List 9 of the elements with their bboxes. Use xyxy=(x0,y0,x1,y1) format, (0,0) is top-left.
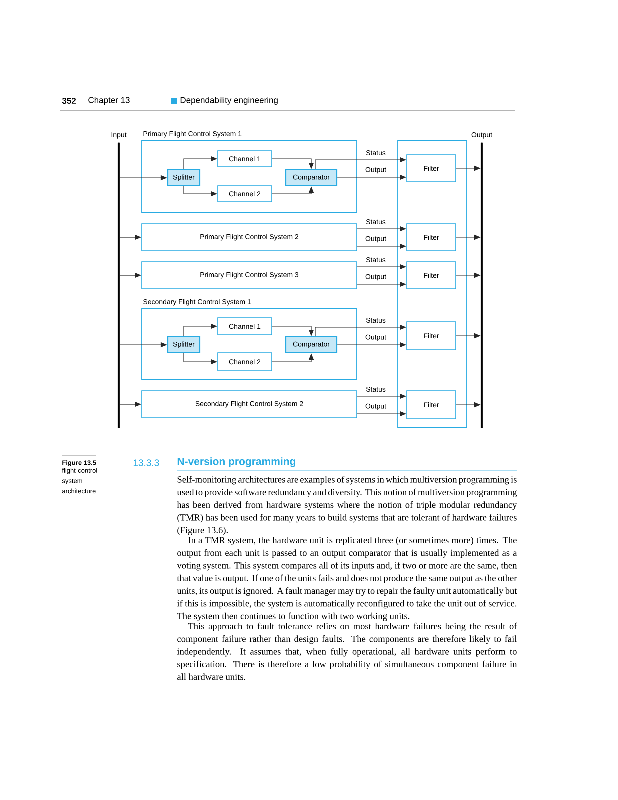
page-number: 352 xyxy=(62,98,76,104)
chapter-title: Dependability engineering xyxy=(180,97,278,105)
section-heading: N-version programming xyxy=(178,458,296,468)
chapter-title: Chapter 13 xyxy=(88,97,130,105)
paragraph: In a TMR system, the hardware unit is replicated three (or sometimes more) times. The output from each unit is passed to an output comparator that is usually implemented as a voting system. This system compares all of its inputs and, if two or more are the same, then that value is output. If one of the units fails and does not produce the same output as the other units, its output is ignored. A fault manager may try to repair the faulty unit automatically but if this is impossible, the system is automatically reconfigured to take the unit out of service. The system then continues to function with two working units. xyxy=(177,536,518,622)
filter-panel xyxy=(398,140,468,428)
paragraph: Self-monitoring architectures are examples of systems in which multiversion programming is used to provide software redundancy and diversity. This notion of multiversion programming has been derived from hardware systems where the notion of triple modular redundancy (TMR) has been used for many years to build systems that are tolerant of hardware failures (Figure 13.6). xyxy=(177,476,518,536)
paragraph: This approach to fault tolerance relies on most hardware failures being the result of component failure rather than design faults. The components are therefore likely to fail independently. It assumes that, when fully operational, all hardware units perform to specification. There is therefore a low probability of simultaneous component failure in all hardware units. xyxy=(177,622,518,680)
section-number: 13.3.3 xyxy=(134,460,160,466)
